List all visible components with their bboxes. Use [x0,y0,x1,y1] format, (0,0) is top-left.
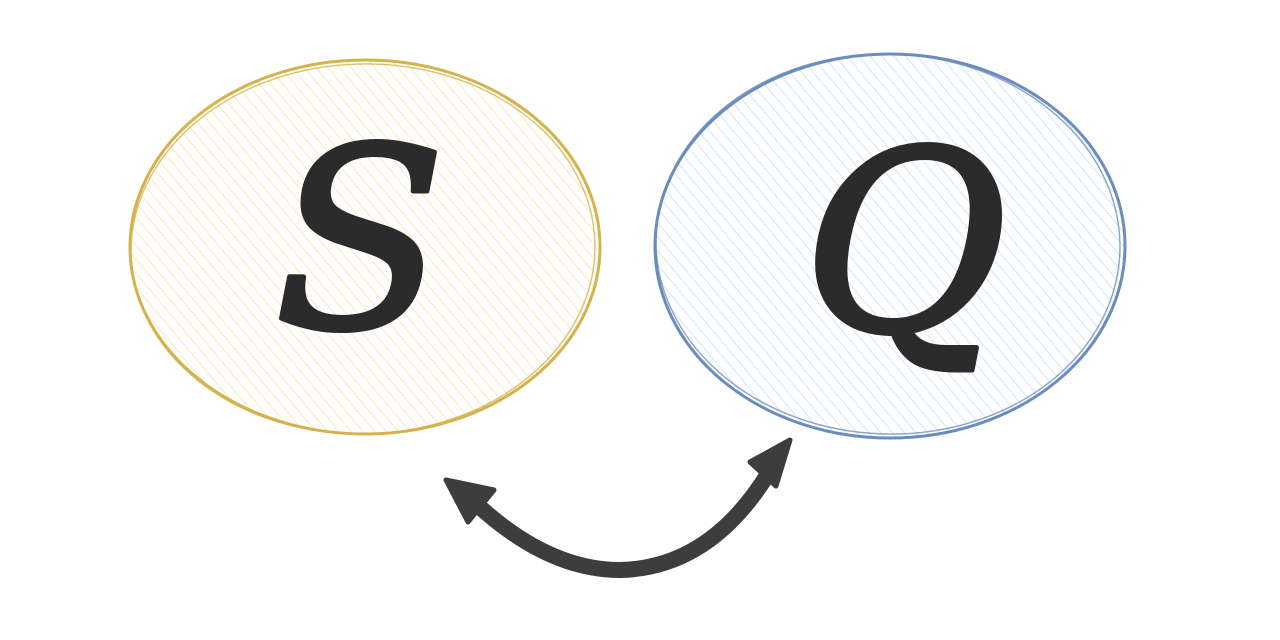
arrow-curve [462,454,783,579]
node-q-outline-sketch [655,53,1121,435]
arrowhead-left-icon [443,477,497,525]
node-s-outline-sketch [130,63,596,435]
node-s-label: S [274,95,445,386]
arrowhead-right-icon [747,437,793,489]
node-s-shape [130,60,600,434]
bidirectional-arrow[interactable] [443,437,793,579]
node-q-label: Q [803,98,1008,389]
node-q[interactable]: Q [650,46,1127,442]
node-s[interactable]: S [126,58,602,440]
node-q-shape [655,54,1125,438]
